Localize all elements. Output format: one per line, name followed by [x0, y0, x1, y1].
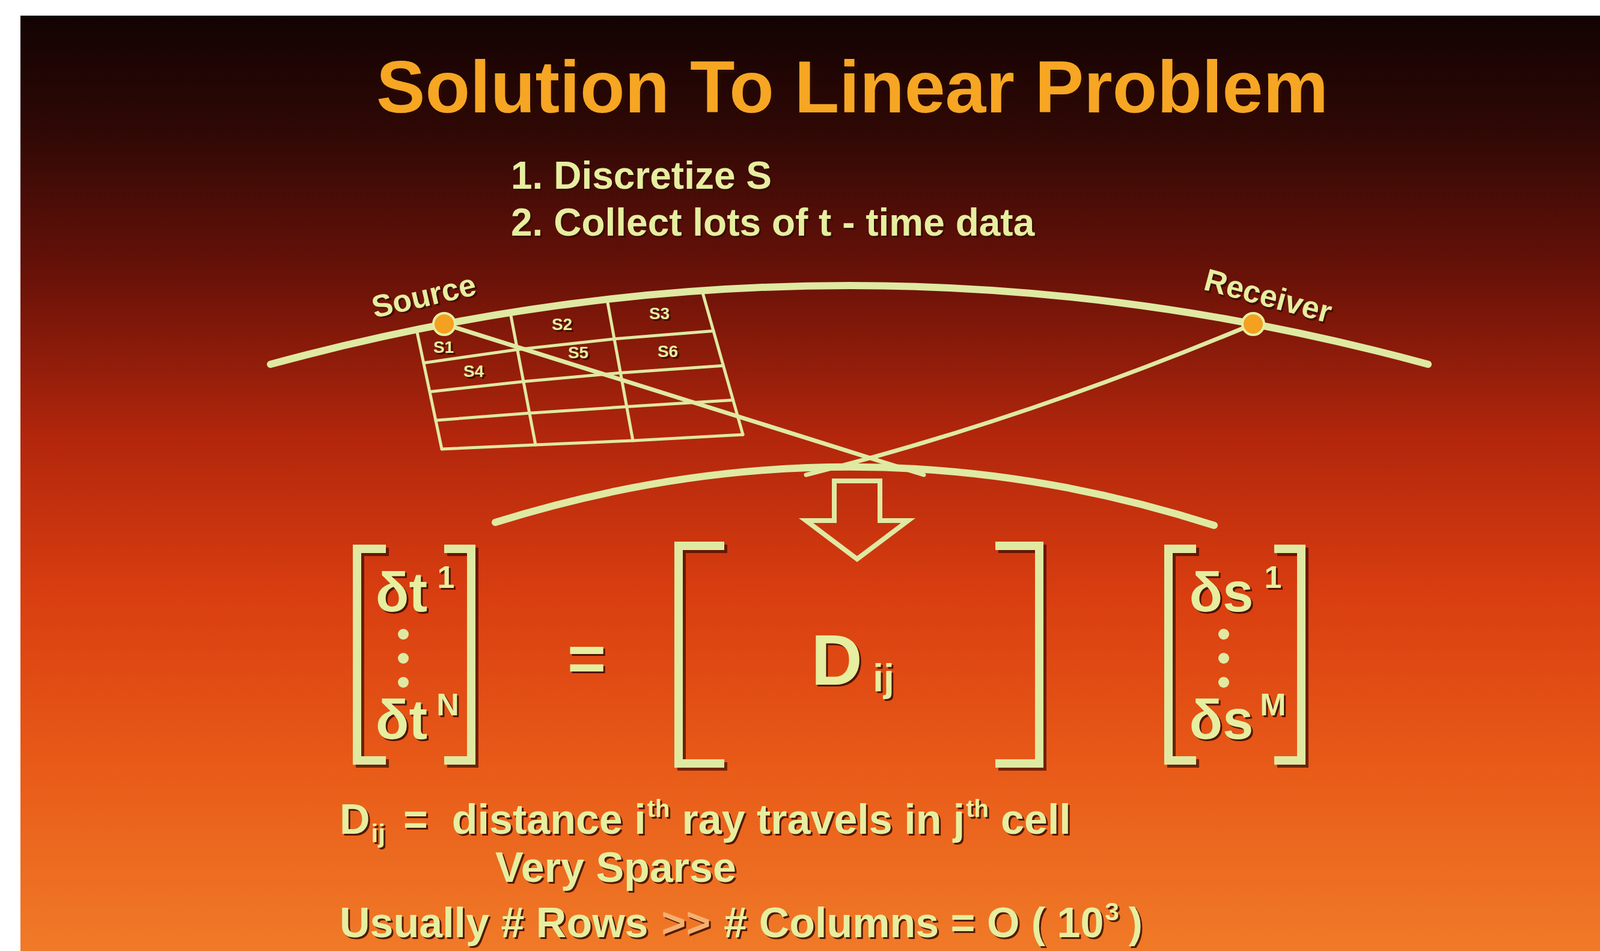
ellipsis-dot [397, 628, 409, 640]
note-text: Very Sparse [495, 846, 737, 889]
grid-line [435, 400, 734, 421]
ray-path [806, 323, 1254, 475]
superscript: M [1259, 688, 1286, 721]
cell-label: S5 [567, 344, 589, 362]
vector-entry: δs [1189, 691, 1254, 748]
source-dot [433, 313, 455, 335]
ellipsis-dot [397, 676, 409, 688]
grid-line [441, 434, 743, 449]
superscript: 3 [1104, 899, 1119, 925]
cell-label: S1 [433, 338, 454, 356]
grid-line [607, 299, 633, 441]
text-row: Very Sparse [495, 846, 737, 889]
definition-text: D [339, 798, 371, 841]
bracket-shadow [360, 548, 1305, 767]
definition-text: cell [1000, 798, 1072, 841]
equals-sign: = [403, 798, 428, 841]
superscript: th [965, 796, 989, 821]
ray-path [444, 323, 924, 475]
inner-arc [495, 467, 1215, 526]
vector-entry: δt [375, 564, 428, 620]
ellipsis-dot [397, 652, 409, 664]
subscript: ij [371, 821, 386, 847]
source-label: Source [368, 268, 479, 323]
cell-label: S6 [657, 343, 678, 361]
matrix-symbol: D [810, 624, 862, 696]
text-row: Usually # Rows >> # Columns = O ( 103) [339, 901, 1143, 944]
ellipsis-dot [1218, 652, 1230, 664]
definition-text: distance i [451, 798, 647, 841]
cell-label: S3 [649, 305, 670, 323]
equals-sign: = [567, 625, 606, 692]
receiver-dot [1242, 313, 1265, 335]
grid-line [510, 312, 536, 445]
step-text: 1. Discretize S [510, 156, 772, 195]
step-text: 2. Collect lots of t - time data [510, 203, 1035, 242]
cell-label: S4 [463, 363, 484, 380]
matrix-bracket [995, 545, 1040, 764]
ellipsis-dot [1218, 628, 1230, 640]
note-text: ) [1128, 901, 1143, 944]
text-row: Dij=distance ithray travels in jthcell [339, 798, 1072, 841]
comparison-symbol: >> [661, 901, 712, 944]
down-arrow [806, 480, 909, 559]
note-text: Usually # Rows [339, 901, 649, 944]
note-text: # Columns = O ( 10 [723, 901, 1104, 944]
superscript: 1 [437, 561, 455, 593]
slide-title: Solution To Linear Problem [376, 50, 1329, 124]
grid-line [423, 331, 714, 364]
vector-entry: δs [1189, 564, 1254, 620]
superscript: 1 [1264, 561, 1283, 593]
ellipsis-dot [1218, 676, 1230, 688]
subscript: ij [872, 658, 895, 698]
cell-label: S2 [551, 316, 573, 333]
superscript: th [647, 796, 671, 821]
definition-text: ray travels in j [681, 798, 965, 841]
receiver-label: Receiver [1201, 263, 1336, 328]
matrix-bracket [678, 545, 725, 764]
superscript: N [436, 688, 460, 721]
vector-entry: δt [375, 691, 428, 748]
